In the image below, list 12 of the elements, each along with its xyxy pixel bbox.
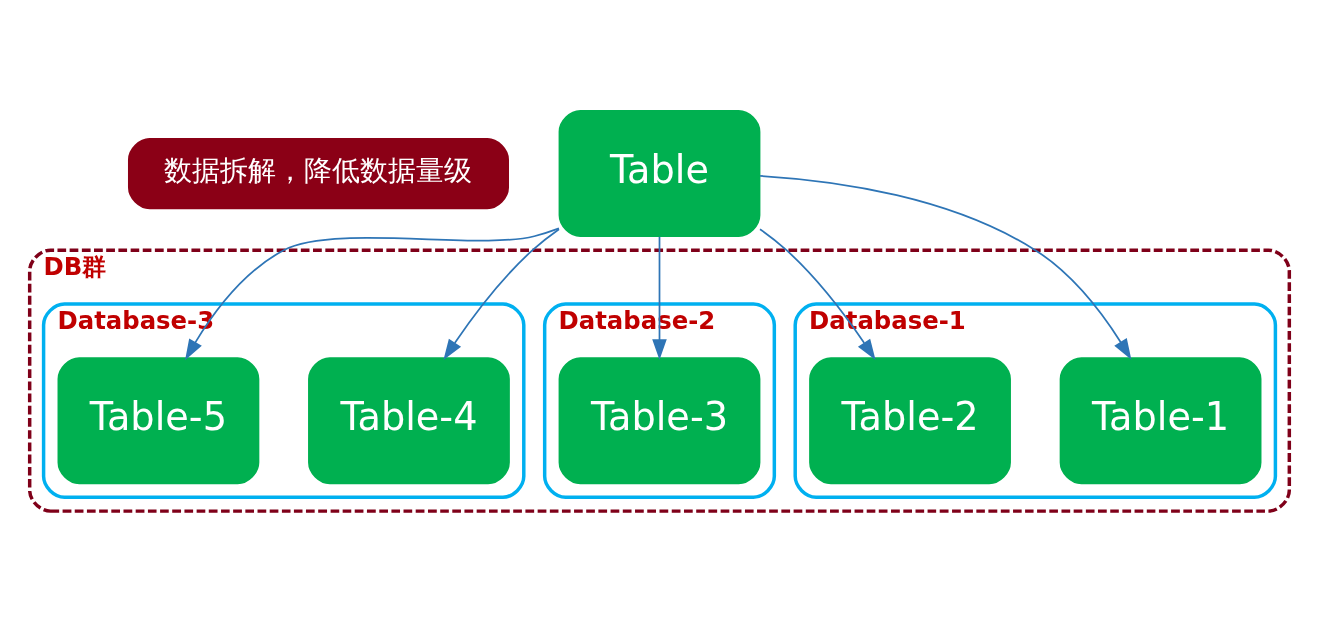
arrow bbox=[652, 235, 667, 360]
arrow bbox=[759, 174, 1132, 360]
node-box: Table-4 bbox=[308, 356, 510, 484]
arrow bbox=[759, 227, 876, 360]
arrow bbox=[185, 227, 560, 360]
node-box: Table-1 bbox=[1059, 356, 1262, 484]
node-box: Table-5 bbox=[57, 356, 260, 484]
node-box: Table-3 bbox=[558, 356, 761, 484]
node-box: Table-2 bbox=[809, 356, 1011, 484]
arrow bbox=[443, 227, 560, 360]
node-box: 数据拆解，降低数据量级 bbox=[127, 137, 509, 209]
node-box: Table bbox=[558, 109, 761, 237]
